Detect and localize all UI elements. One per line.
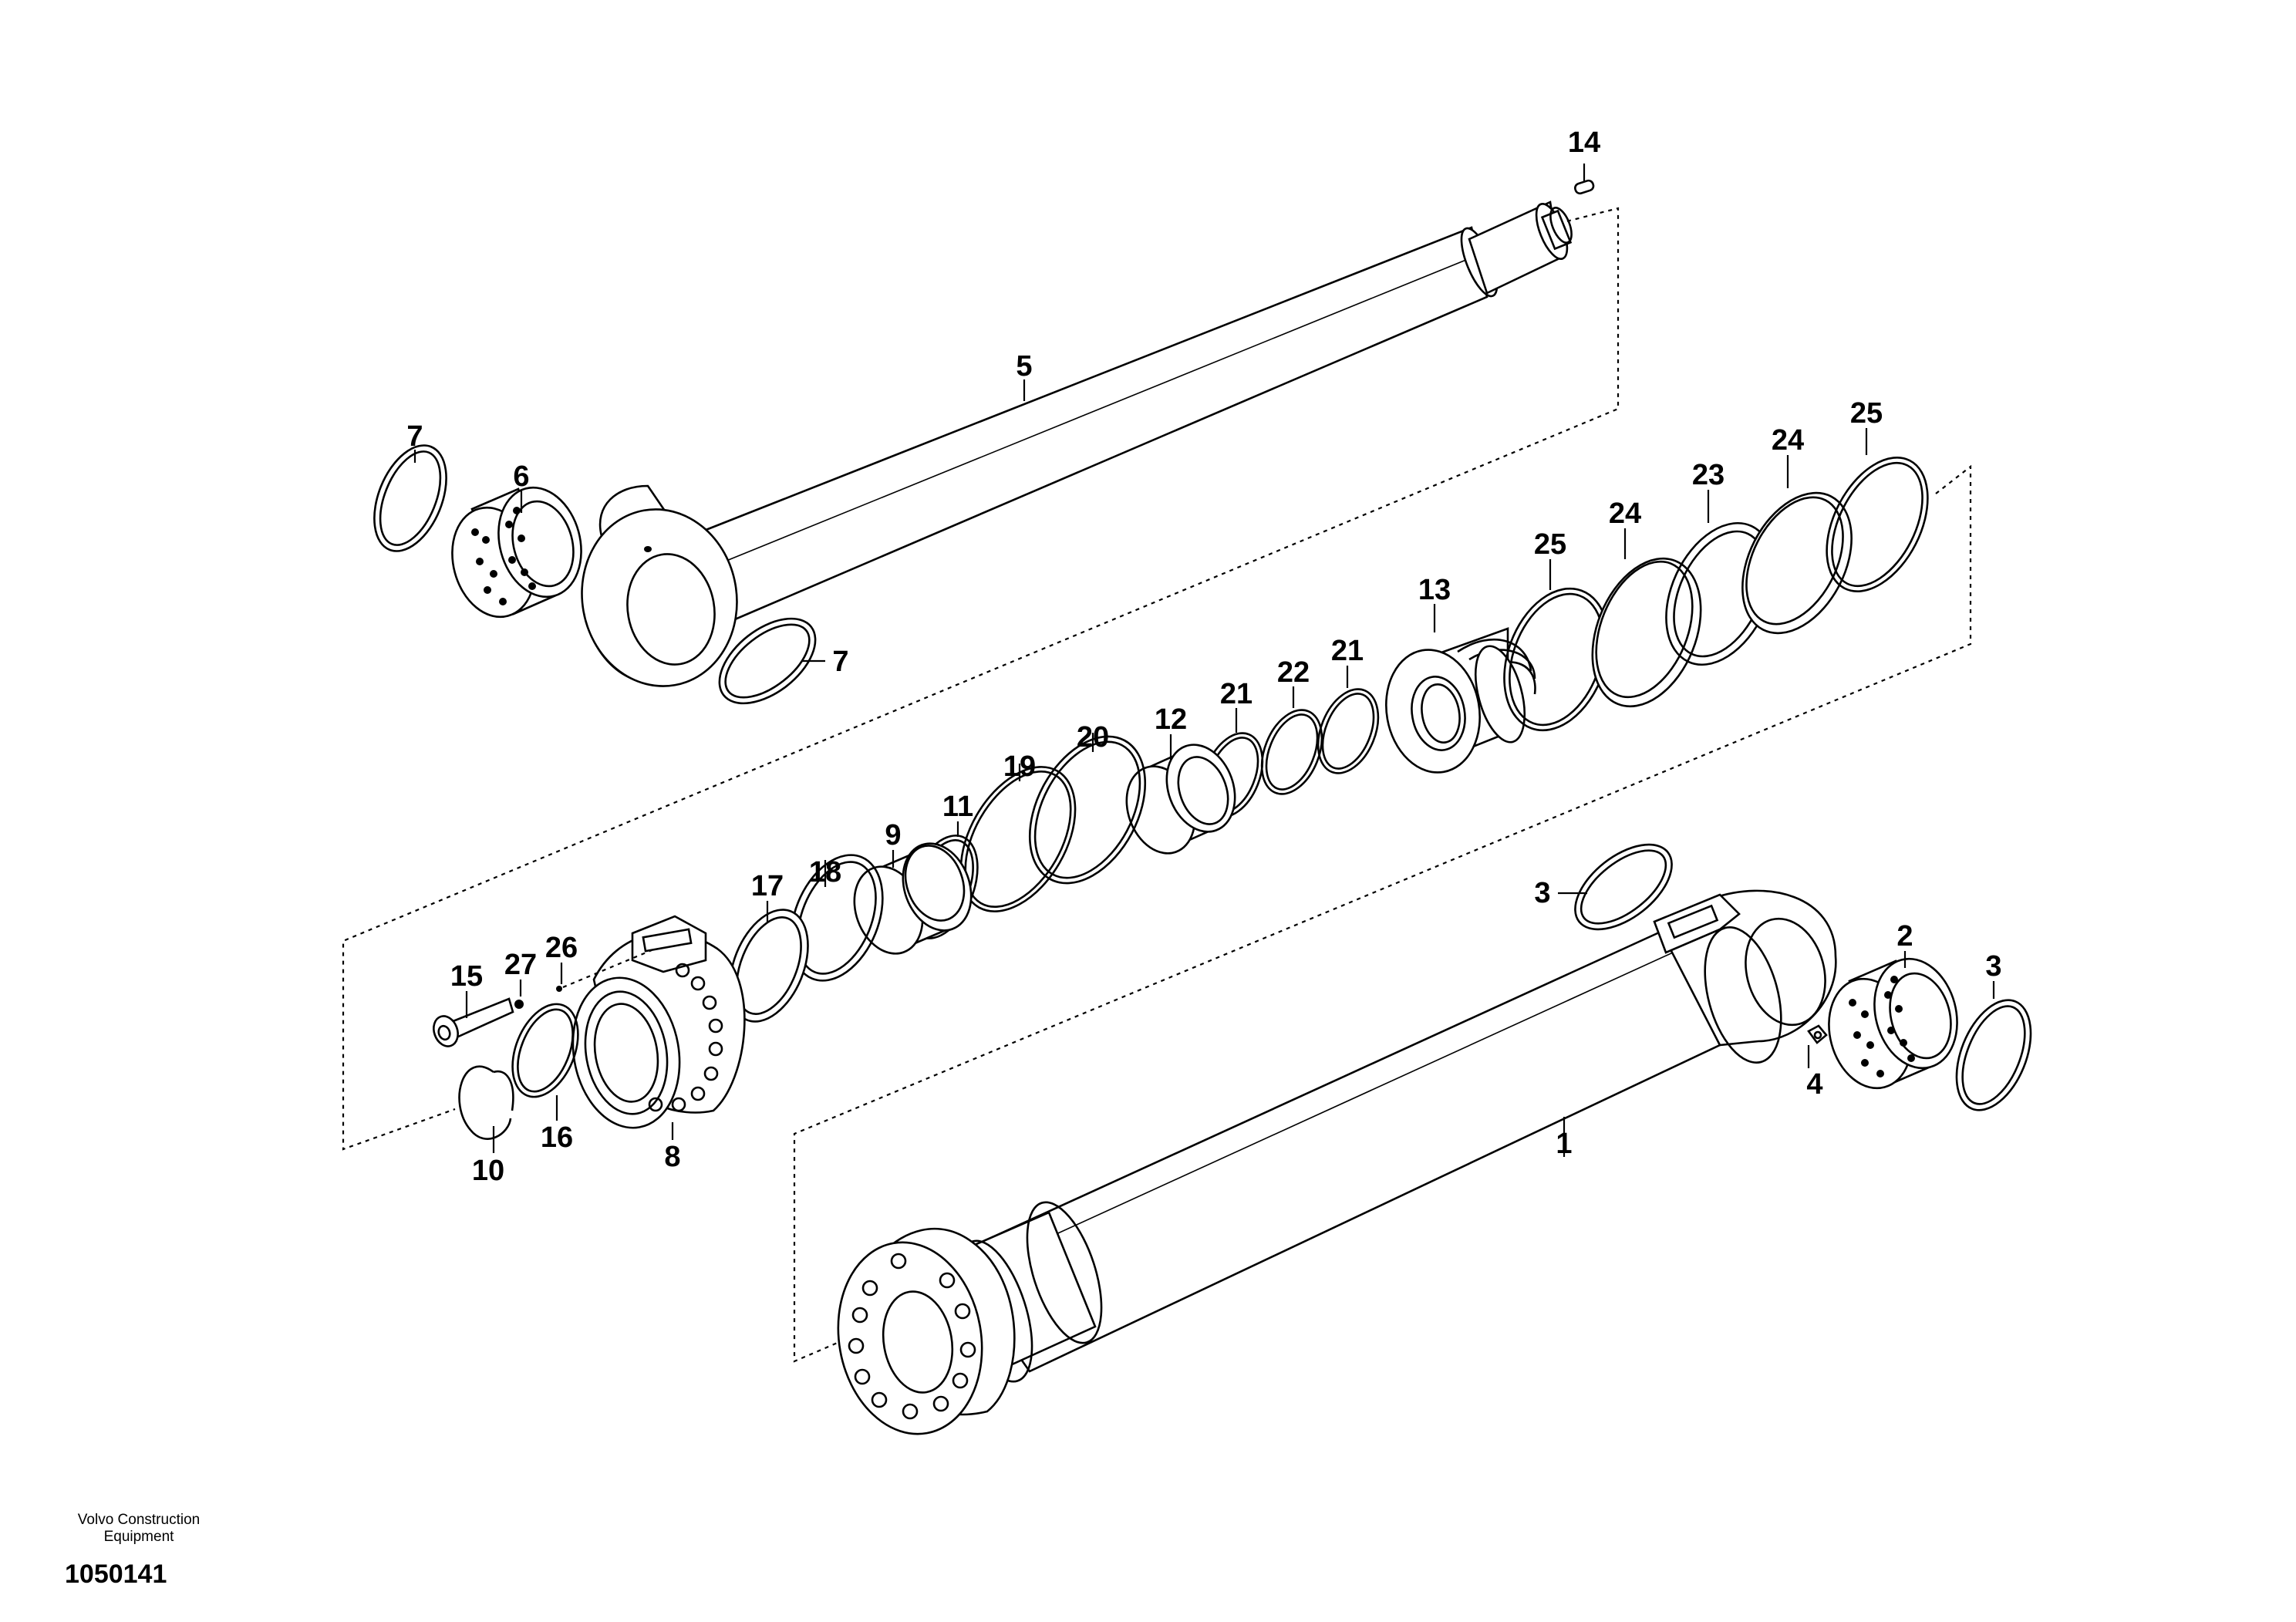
- ring-part-25-upper: [1826, 457, 1929, 592]
- callout-labels: 14 5 7 6 7 13 25 24 23 24 25 21 22 21 12…: [406, 126, 2001, 1187]
- callout-3-upper: 3: [1534, 877, 1550, 909]
- callout-20: 20: [1077, 721, 1109, 754]
- callout-18: 18: [809, 856, 841, 889]
- piston-part-13: [1385, 627, 1536, 774]
- bushing-part-6: [451, 486, 582, 619]
- bushing-part-2: [1828, 957, 1958, 1090]
- ball-part-27: [514, 1000, 524, 1009]
- ball-part-26: [556, 949, 652, 992]
- callout-25-lower: 25: [1534, 528, 1566, 561]
- callout-17: 17: [751, 870, 784, 902]
- ring-part-24-upper: [1741, 491, 1853, 635]
- callout-24-upper: 24: [1772, 424, 1804, 457]
- callout-14: 14: [1568, 126, 1600, 159]
- seal-ring-part-3-upper: [1574, 843, 1673, 931]
- seal-ring-part-3-lower: [1955, 999, 2032, 1111]
- piston-rod-part-5: [581, 201, 1573, 687]
- callout-4: 4: [1806, 1068, 1822, 1101]
- ring-part-22: [1260, 709, 1323, 795]
- callout-8: 8: [664, 1141, 680, 1173]
- callout-26: 26: [545, 932, 578, 964]
- seal-ring-part-7-left: [373, 444, 447, 552]
- callout-9: 9: [885, 819, 901, 851]
- grease-nipple-part-4: [1807, 1024, 1828, 1044]
- brand-line-1: Volvo Construction: [77, 1512, 201, 1528]
- callout-7-left: 7: [406, 420, 423, 453]
- ring-part-19: [959, 766, 1077, 912]
- ring-part-17: [729, 909, 809, 1023]
- callout-21-right: 21: [1331, 635, 1364, 667]
- leader-lines: [413, 164, 1995, 1157]
- callout-21-left: 21: [1220, 678, 1253, 710]
- callout-6: 6: [513, 460, 529, 493]
- retaining-ring-part-10: [458, 1065, 514, 1140]
- callout-19: 19: [1003, 750, 1036, 783]
- callout-23: 23: [1692, 459, 1725, 491]
- cylinder-head-part-8: [571, 915, 746, 1129]
- callout-1: 1: [1556, 1128, 1572, 1160]
- callout-22: 22: [1277, 656, 1310, 689]
- assembly-guide-lines: [342, 207, 1972, 1363]
- callout-12: 12: [1155, 703, 1187, 736]
- bushing-part-12: [1125, 744, 1236, 855]
- callout-15: 15: [450, 960, 483, 993]
- callout-2: 2: [1896, 920, 1913, 953]
- callout-11: 11: [942, 791, 973, 823]
- seal-ring-part-7-right: [718, 617, 817, 705]
- document-number: 1050141: [65, 1560, 167, 1589]
- cylinder-tube-part-1: [837, 889, 1837, 1435]
- callout-24-lower: 24: [1609, 497, 1641, 530]
- callout-13: 13: [1418, 574, 1451, 606]
- bolt-part-15: [433, 997, 514, 1047]
- pin-part-14: [1573, 179, 1595, 195]
- callout-5: 5: [1016, 350, 1032, 383]
- ring-part-21-right: [1317, 688, 1380, 774]
- ring-part-18: [790, 854, 884, 982]
- brand-line-2: Equipment: [103, 1529, 174, 1545]
- ring-part-16: [511, 1003, 579, 1098]
- bushing-part-9: [853, 842, 973, 955]
- manufacturer-label: Volvo Construction Equipment: [46, 1512, 231, 1546]
- callout-3-lower: 3: [1985, 950, 2001, 983]
- callout-27: 27: [504, 949, 537, 981]
- callout-25-upper: 25: [1850, 397, 1883, 430]
- callout-10: 10: [472, 1155, 504, 1187]
- ring-part-24-lower: [1591, 557, 1702, 708]
- callout-16: 16: [541, 1121, 573, 1154]
- callout-7-right: 7: [832, 646, 848, 678]
